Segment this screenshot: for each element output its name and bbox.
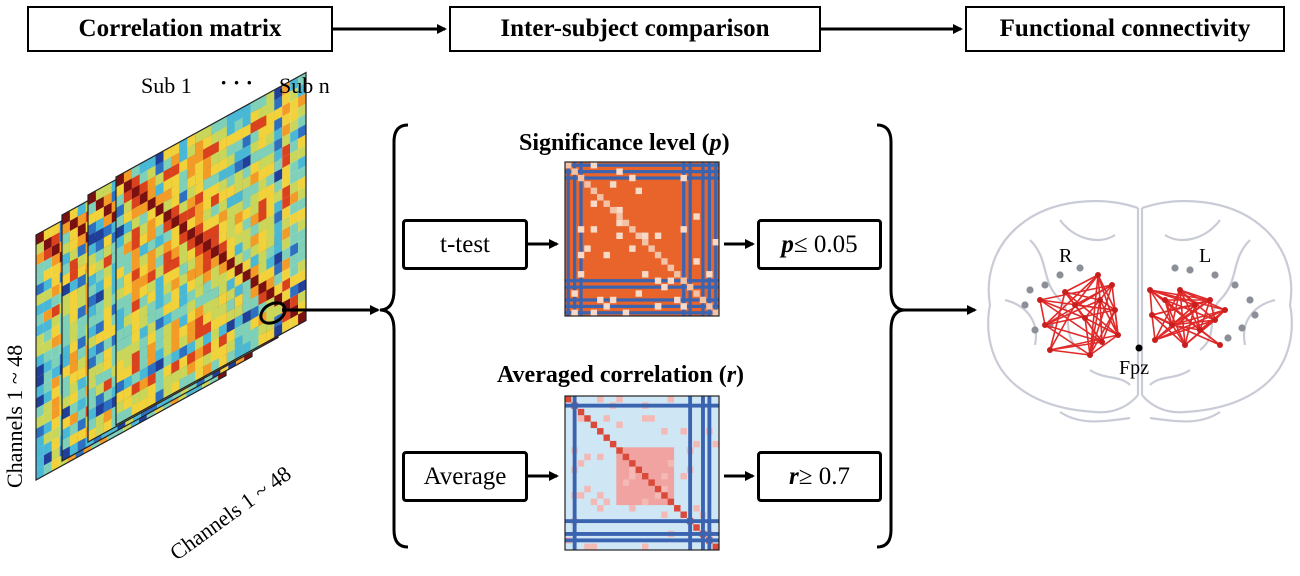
significance-matrix	[564, 161, 720, 317]
averaged-correlation-title: Averaged correlation (r)	[497, 362, 745, 388]
step-inter-subject-comparison: Inter-subject comparison	[449, 6, 821, 52]
step-functional-connectivity: Functional connectivity	[965, 6, 1285, 52]
ttest-box: t-test	[402, 219, 528, 270]
subject-matrix	[115, 71, 307, 427]
significance-title: Significance level (p)	[519, 130, 730, 156]
brain-outline	[987, 199, 1293, 423]
p-threshold-box: p ≤ 0.05	[757, 219, 882, 270]
matrix-stack	[35, 71, 307, 482]
right-hemisphere-label: R	[1059, 245, 1073, 267]
left-brace	[379, 123, 409, 549]
subject-n-label: Sub n	[279, 73, 330, 98]
left-hemisphere-label: L	[1199, 245, 1212, 267]
subject-1-label: Sub 1	[141, 73, 192, 98]
y-axis-label: Channels 1 ~ 48	[2, 344, 27, 488]
average-box: Average	[402, 451, 528, 502]
step-correlation-matrix: Correlation matrix	[27, 6, 333, 52]
selected-cell-highlight	[259, 301, 287, 325]
fpz-label: Fpz	[1119, 357, 1149, 379]
r-threshold-box: r ≥ 0.7	[757, 451, 882, 502]
connectivity-network	[1021, 264, 1259, 358]
averaged-correlation-matrix	[564, 395, 720, 551]
subject-ellipsis: · · ·	[220, 70, 254, 95]
